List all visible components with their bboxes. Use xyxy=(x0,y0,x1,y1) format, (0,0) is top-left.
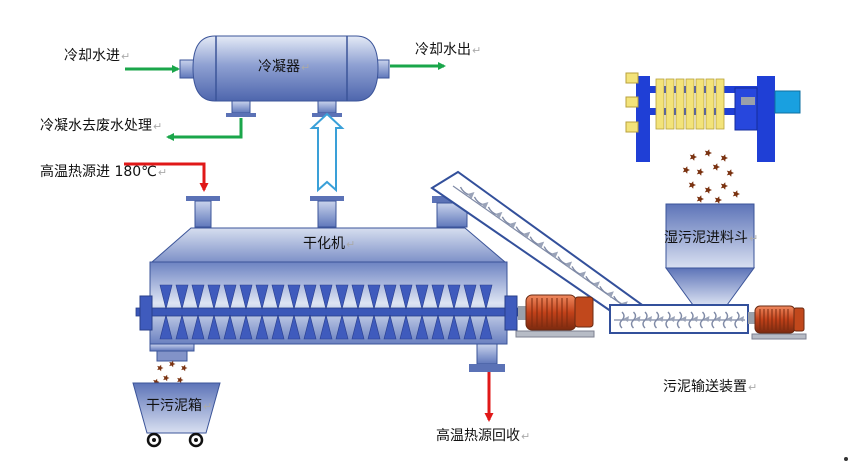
dryer-paddles xyxy=(159,284,493,340)
dryer xyxy=(135,196,519,372)
label-condensate: 冷凝水去废水处理↵ xyxy=(40,118,163,134)
dryer-motor xyxy=(515,294,595,338)
label-condenser: 冷凝器↵ xyxy=(258,59,311,75)
wheel-icon xyxy=(188,432,204,448)
wet-sludge-hopper xyxy=(665,203,755,306)
label-dry-box: 干污泥箱↵ xyxy=(146,398,213,414)
label-wet-hopper: 湿污泥进料斗↵ xyxy=(664,230,759,246)
inclined-conveyor xyxy=(430,170,648,316)
heat-in-arrow xyxy=(124,162,209,192)
label-cooling-in: 冷却水进↵ xyxy=(64,48,131,64)
condensate-arrow xyxy=(166,118,243,141)
wet-sludge-particles xyxy=(682,149,740,204)
label-heat-return: 高温热源回收↵ xyxy=(436,428,531,444)
condenser xyxy=(179,35,390,117)
dry-sludge-particles xyxy=(153,360,188,386)
wheel-icon xyxy=(146,432,162,448)
horizontal-conveyor xyxy=(609,304,749,334)
label-heat-in: 高温热源进 180℃↵ xyxy=(40,164,168,180)
label-cooling-out: 冷却水出↵ xyxy=(415,42,482,58)
inclined-screw xyxy=(459,186,628,309)
label-conveyor: 污泥输送装置↵ xyxy=(663,379,758,395)
dot-mark xyxy=(844,457,848,461)
label-dryer: 干化机↵ xyxy=(303,236,356,252)
filter-press xyxy=(625,72,801,162)
dry-sludge-box xyxy=(132,382,221,448)
conveyor-motor xyxy=(748,305,807,340)
horizontal-screw xyxy=(614,311,745,329)
vapor-arrow xyxy=(309,112,345,193)
